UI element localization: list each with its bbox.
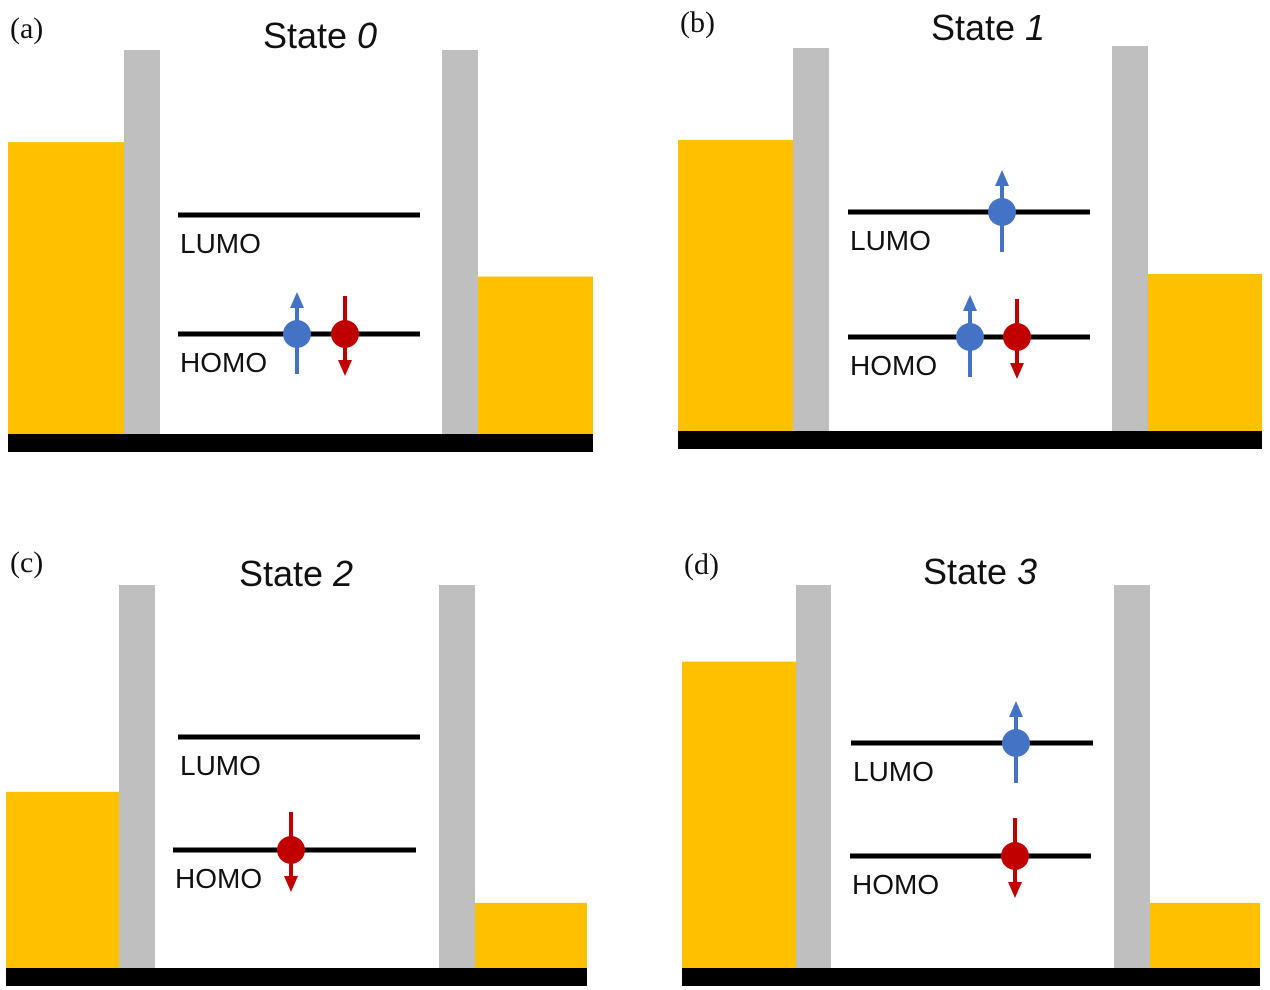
left-tunnel-barrier [793, 48, 829, 431]
electron-up [1002, 701, 1030, 783]
panel-letter-label: (a) [10, 12, 43, 45]
panel-title-number: 1 [1025, 7, 1045, 48]
homo-label: HOMO [180, 347, 267, 378]
spin-down-arrow-head [284, 876, 298, 892]
lumo-label: LUMO [850, 225, 931, 256]
substrate-bar [8, 434, 593, 452]
electron-down [1003, 299, 1031, 379]
panel-title: State 2 [239, 553, 353, 594]
homo-label: HOMO [852, 869, 939, 900]
left-electrode [678, 139, 795, 432]
left-electrode [8, 142, 126, 434]
panel-title-prefix: State [931, 7, 1025, 48]
spin-up-arrow-head [290, 292, 304, 308]
panel-title-number: 0 [357, 15, 377, 56]
substrate-bar [682, 968, 1260, 986]
panel-title-number: 3 [1017, 551, 1037, 592]
right-tunnel-barrier [439, 585, 475, 968]
panel-title-number: 2 [332, 553, 353, 594]
homo-label: HOMO [175, 863, 262, 894]
substrate-bar [6, 968, 587, 986]
right-electrode [1148, 902, 1260, 968]
electron-down [1001, 818, 1029, 898]
panel-title-prefix: State [263, 15, 357, 56]
panel-title-prefix: State [923, 551, 1017, 592]
left-tunnel-barrier [119, 585, 155, 968]
electron-down [331, 296, 359, 376]
electron-up [988, 170, 1016, 252]
panel-letter-label: (c) [10, 546, 43, 579]
spin-up-arrow-head [963, 295, 977, 311]
panel-b: LUMO HOMO State 1 (b) [678, 6, 1262, 449]
lumo-label: LUMO [180, 750, 261, 781]
electron-dot [331, 320, 359, 348]
panel-c: LUMO HOMO State 2 (c) [6, 546, 587, 986]
left-electrode [682, 661, 798, 968]
panel-title: State 1 [931, 7, 1045, 48]
electron-dot [988, 198, 1016, 226]
spin-down-arrow-head [1010, 363, 1024, 379]
panel-a: LUMO HOMO State 0 (a) [8, 12, 593, 452]
electron-down [277, 812, 305, 892]
electron-dot [283, 320, 311, 348]
left-electrode [6, 791, 121, 968]
spin-down-arrow-head [338, 360, 352, 376]
substrate-bar [678, 431, 1262, 449]
lumo-label: LUMO [180, 228, 261, 259]
electron-up [283, 292, 311, 374]
panel-title-prefix: State [239, 553, 333, 594]
electron-dot [1002, 729, 1030, 757]
panel-letter-label: (b) [680, 6, 715, 39]
right-electrode [1146, 273, 1262, 431]
right-tunnel-barrier [442, 50, 478, 434]
panel-d: LUMO HOMO State 3 (d) [682, 548, 1260, 986]
electron-up [956, 295, 984, 377]
right-electrode [473, 902, 587, 968]
panel-letter-label: (d) [684, 548, 719, 581]
left-tunnel-barrier [124, 50, 160, 434]
spin-up-arrow-head [995, 170, 1009, 186]
homo-label: HOMO [850, 350, 937, 381]
electron-dot [277, 836, 305, 864]
lumo-label: LUMO [853, 756, 934, 787]
electron-dot [1003, 323, 1031, 351]
right-electrode [476, 276, 593, 434]
left-tunnel-barrier [796, 585, 831, 968]
panel-title: State 3 [923, 551, 1037, 592]
spin-up-arrow-head [1009, 701, 1023, 717]
right-tunnel-barrier [1112, 46, 1148, 431]
panel-title: State 0 [263, 15, 377, 56]
spin-down-arrow-head [1008, 882, 1022, 898]
electron-dot [1001, 842, 1029, 870]
right-tunnel-barrier [1114, 585, 1150, 968]
electron-dot [956, 323, 984, 351]
